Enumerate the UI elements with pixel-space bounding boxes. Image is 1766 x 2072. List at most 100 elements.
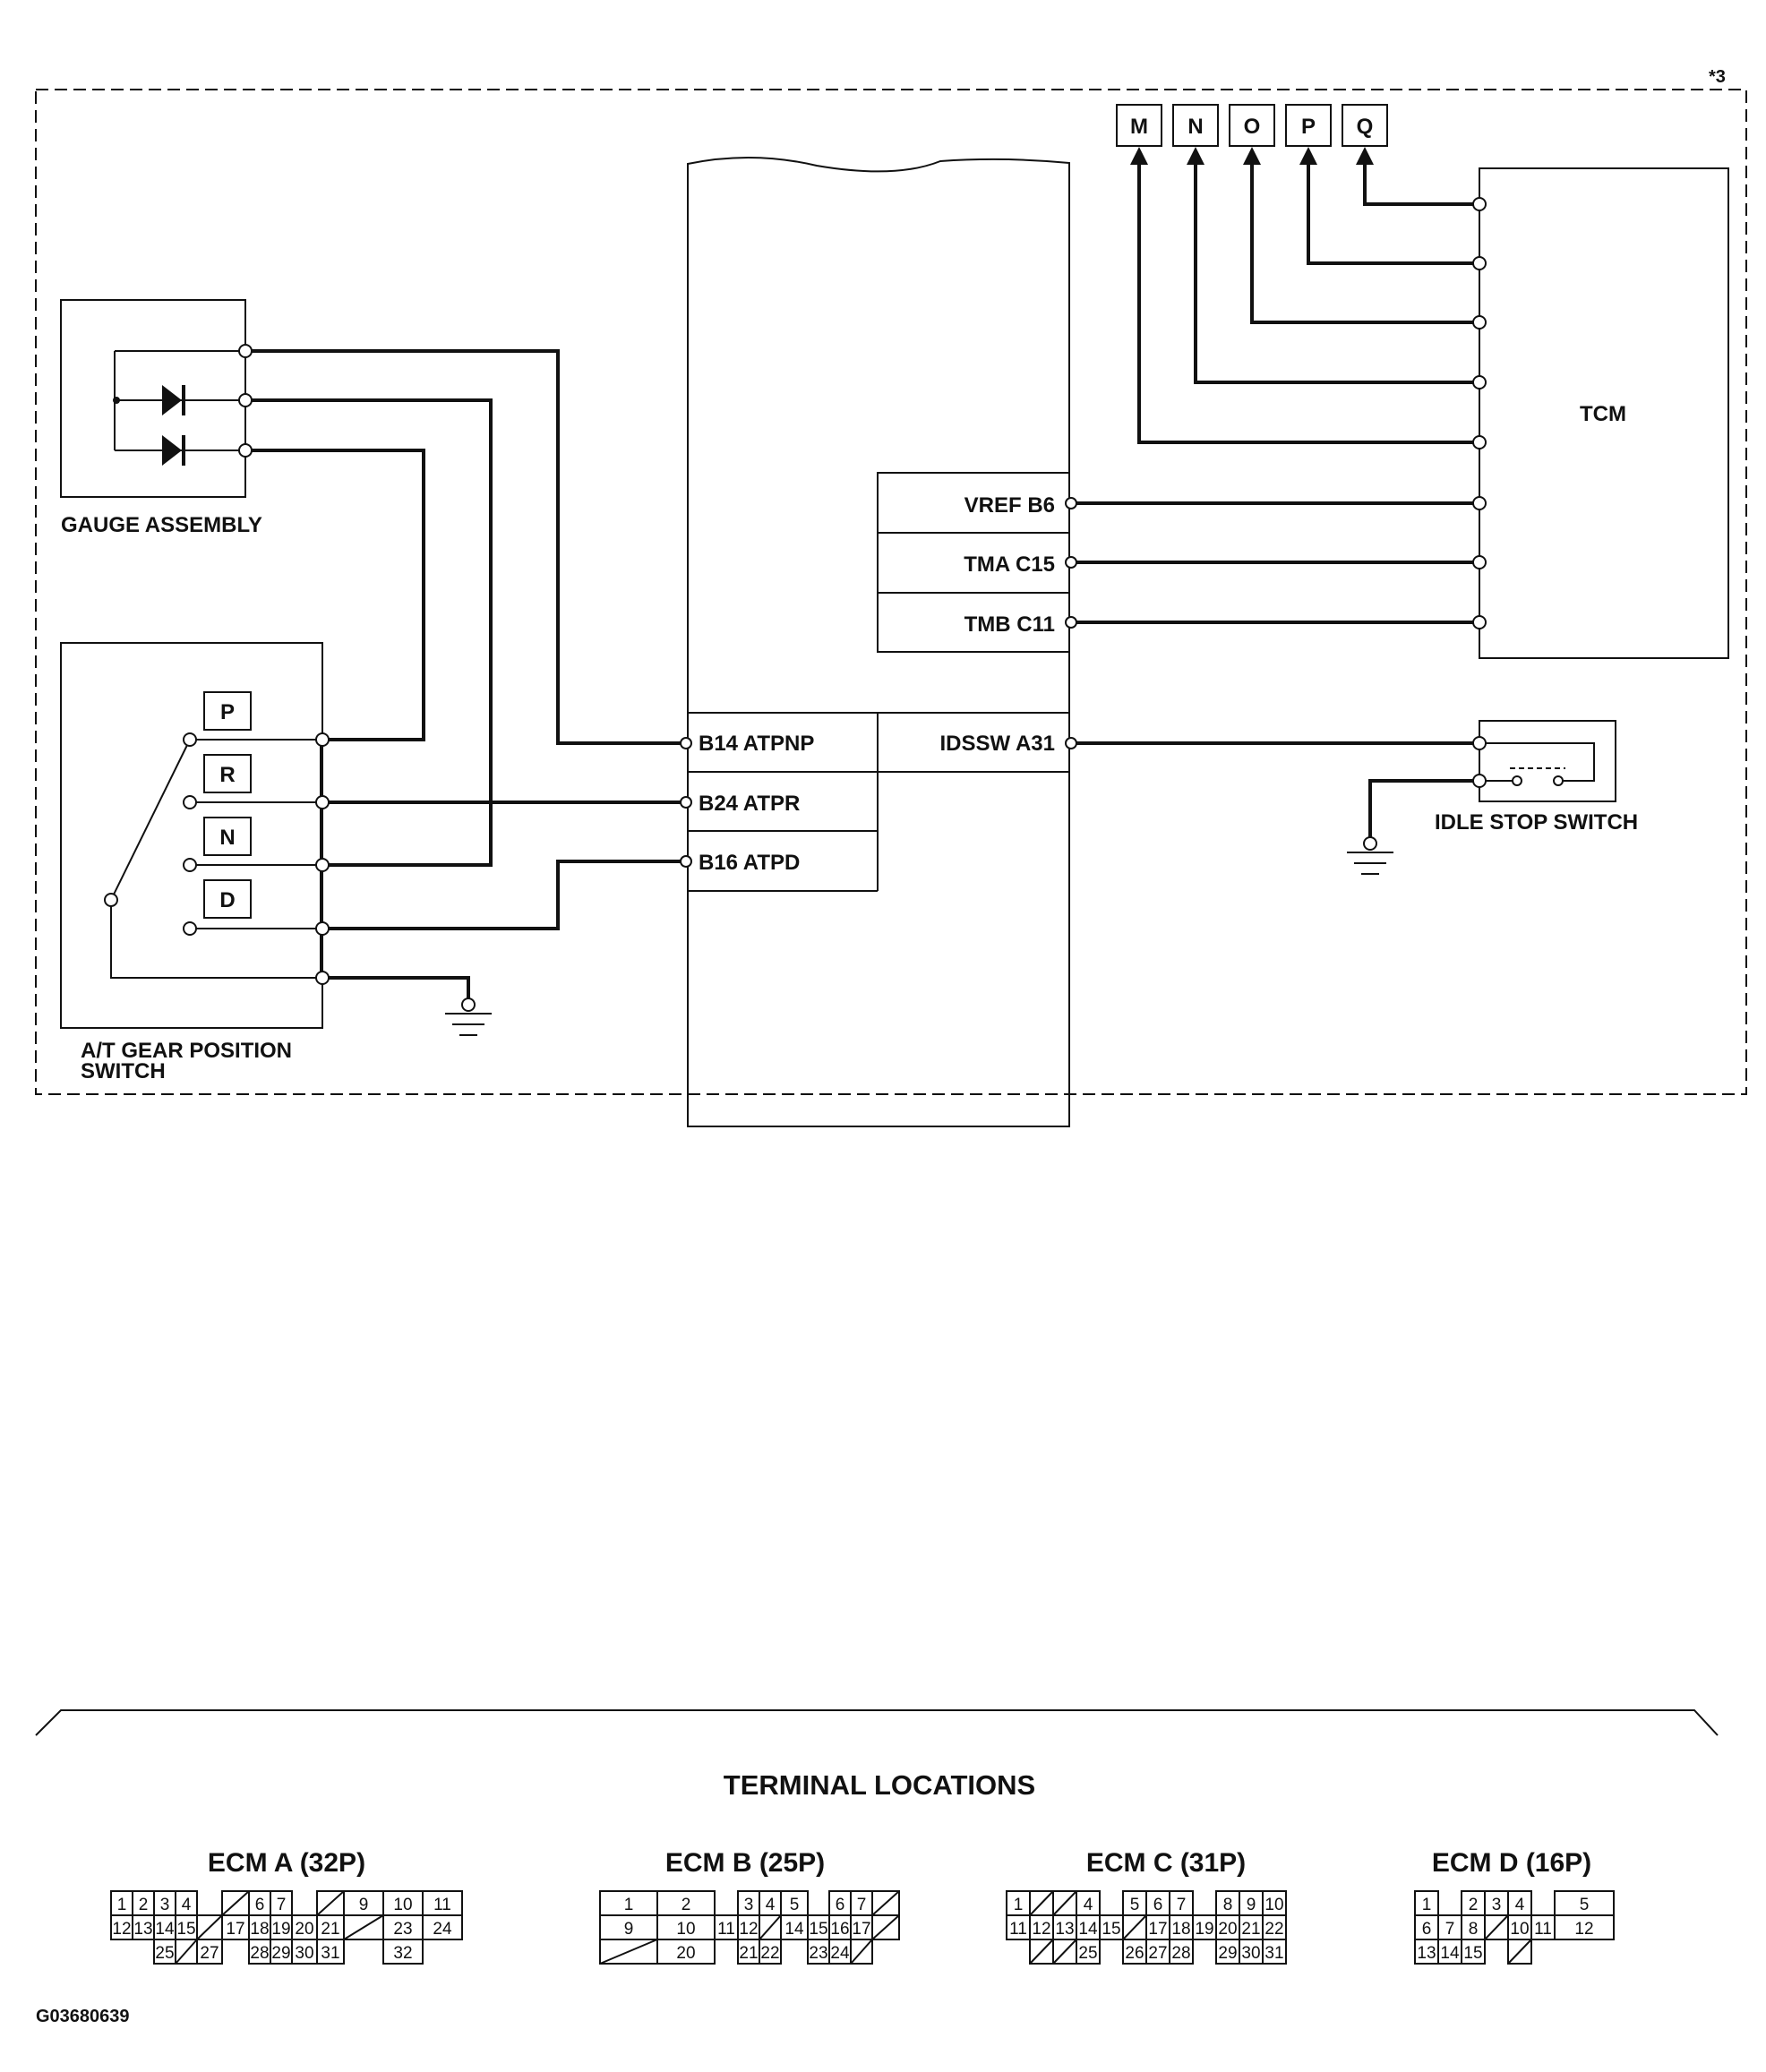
- wire-gauge-n: [245, 398, 493, 867]
- connector-n: N: [1187, 115, 1203, 139]
- pin-number: 10: [1264, 1896, 1283, 1914]
- blank-pin-slash: [221, 1890, 250, 1916]
- connector-cell: [110, 1914, 133, 1940]
- terminal-points: [104, 197, 1487, 985]
- connector-cell: [1145, 1914, 1170, 1940]
- diode-icon: [162, 385, 185, 415]
- pin-number: 4: [1515, 1896, 1525, 1914]
- connector-p-box: [1285, 104, 1332, 147]
- pin-number: 4: [182, 1896, 192, 1914]
- pin-number: 8: [1223, 1896, 1233, 1914]
- connector-m: M: [1130, 115, 1148, 139]
- pin-number: 1: [117, 1896, 127, 1914]
- pin-number: 10: [676, 1920, 695, 1939]
- pin-number: 12: [112, 1920, 131, 1939]
- connector-cell: [1414, 1939, 1439, 1965]
- gear-position-d: D: [219, 888, 235, 912]
- connector-cell: [422, 1914, 463, 1940]
- connector-cell: [1554, 1914, 1615, 1940]
- diode-icon: [162, 435, 185, 466]
- gear-position-p-box: [203, 691, 252, 731]
- connector-cell: [422, 1890, 463, 1916]
- pin-number: 7: [1177, 1896, 1187, 1914]
- wire-tcm-m: [1137, 161, 1478, 444]
- wire-atpd: [322, 860, 686, 930]
- connector-cell: [248, 1939, 271, 1965]
- blank-pin-slash: [1507, 1939, 1532, 1965]
- connector-cell: [110, 1890, 133, 1916]
- pin-number: 3: [744, 1896, 754, 1914]
- pin-number: 16: [830, 1920, 849, 1939]
- pin-number: 1: [1422, 1896, 1432, 1914]
- connector-cell: [1414, 1890, 1439, 1916]
- pin-number: 20: [1218, 1920, 1237, 1939]
- blank-pin-slash: [871, 1914, 900, 1940]
- ecm-unit: [687, 156, 1070, 1127]
- pin-number: 25: [1078, 1944, 1097, 1963]
- pin-number: 15: [809, 1920, 827, 1939]
- pin-number: 12: [739, 1920, 758, 1939]
- gear-position-p: P: [220, 700, 235, 724]
- pin-number: 15: [1102, 1920, 1120, 1939]
- connector-cell: [759, 1939, 782, 1965]
- gear-switch-internal: [110, 739, 321, 979]
- gear-position-d-box: [203, 879, 252, 919]
- ecm-terminal-vref-b6: VREF B6: [964, 493, 1055, 518]
- pin-number: 9: [359, 1896, 369, 1914]
- connector-cell: [382, 1939, 424, 1965]
- pin-number: 1: [624, 1896, 634, 1914]
- gear-position-r-box: [203, 754, 252, 793]
- pin-number: 13: [1417, 1944, 1436, 1963]
- connector-p: P: [1301, 115, 1316, 139]
- blank-pin-slash: [196, 1914, 223, 1940]
- connector-cell: [1215, 1939, 1240, 1965]
- pin-number: 7: [857, 1896, 867, 1914]
- ground-icon: [1347, 836, 1393, 875]
- connector-cell: [737, 1890, 760, 1916]
- pin-number: 7: [1445, 1920, 1455, 1939]
- wire-tcm-q: [1363, 161, 1478, 206]
- connector-cell: [1215, 1890, 1240, 1916]
- connector-cell: [316, 1939, 345, 1965]
- blank-pin-slash: [1484, 1914, 1509, 1940]
- connector-cell: [196, 1939, 223, 1965]
- pin-number: 6: [1422, 1920, 1432, 1939]
- pin-number: 19: [1195, 1920, 1213, 1939]
- pin-number: 19: [271, 1920, 290, 1939]
- pin-number: 1: [1014, 1896, 1024, 1914]
- wire-tcm-p: [1307, 161, 1478, 265]
- pin-number: 5: [1130, 1896, 1140, 1914]
- connector-cell: [599, 1914, 658, 1940]
- pin-number: 17: [1148, 1920, 1167, 1939]
- pin-number: 14: [784, 1920, 804, 1939]
- pin-number: 14: [1078, 1920, 1098, 1939]
- gear-position-r: R: [219, 763, 235, 787]
- terminal-locations-title: TERMINAL LOCATIONS: [724, 1769, 1035, 1801]
- blank-pin-slash: [316, 1890, 345, 1916]
- connector-cell: [807, 1939, 830, 1965]
- pin-number: 32: [393, 1944, 412, 1963]
- wire-idle-ground: [1368, 779, 1478, 842]
- ecm-terminal-tmb-c11: TMB C11: [964, 612, 1055, 637]
- connector-cell: [714, 1914, 739, 1940]
- pin-number: 9: [1247, 1896, 1256, 1914]
- connector-cell: [1169, 1939, 1194, 1965]
- pin-number: 21: [739, 1944, 758, 1963]
- ground-icon: [445, 997, 492, 1036]
- connector-cell: [1076, 1939, 1101, 1965]
- connector-cell: [656, 1939, 716, 1965]
- pin-number: 13: [133, 1920, 152, 1939]
- pin-number: 15: [1463, 1944, 1482, 1963]
- pin-number: 5: [790, 1896, 800, 1914]
- connector-cell: [1530, 1914, 1556, 1940]
- ecm-terminal-b16-atpd: B16 ATPD: [699, 851, 800, 875]
- blank-pin-slash: [1052, 1939, 1077, 1965]
- pin-number: 6: [1153, 1896, 1163, 1914]
- pin-number: 20: [676, 1944, 695, 1963]
- pin-number: 21: [321, 1920, 339, 1939]
- ecm-terminal-tma-c15: TMA C15: [964, 552, 1055, 577]
- pin-number: 3: [1492, 1896, 1502, 1914]
